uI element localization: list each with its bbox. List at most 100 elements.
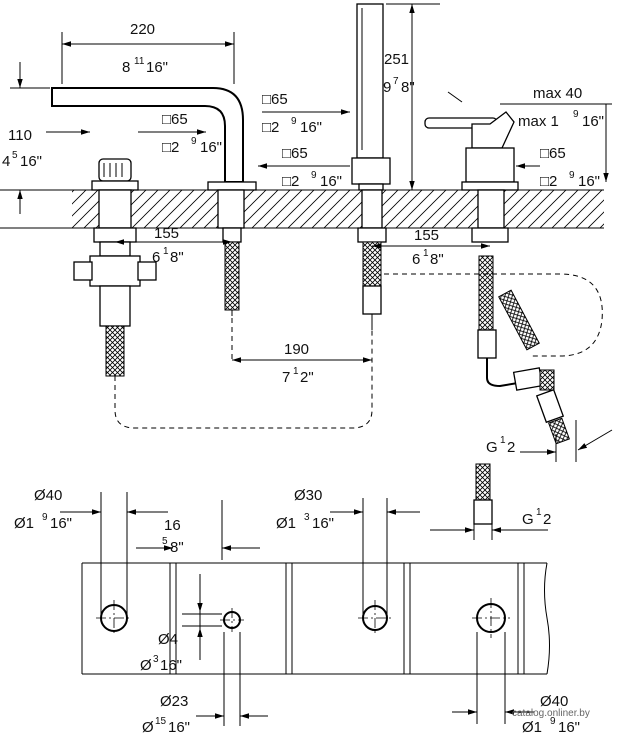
mixer-lever bbox=[424, 111, 570, 445]
dim-dia4-mm: Ø4 bbox=[158, 631, 178, 648]
dim-sq65-a-in-den: 16" bbox=[200, 139, 222, 156]
dim-16-mm: 16 bbox=[164, 517, 181, 534]
dim-sq65-c-mm: □65 bbox=[282, 145, 308, 162]
dim-220-in-whole: 8 bbox=[122, 59, 130, 76]
dim-dia30-mm: Ø30 bbox=[294, 487, 322, 504]
dim-dia30-in-whole: Ø1 bbox=[276, 515, 296, 532]
thread-g-upper-den: 2 bbox=[507, 439, 515, 456]
dim-dia30-in-num: 3 bbox=[304, 512, 310, 523]
thread-g-lower-den: 2 bbox=[543, 511, 551, 528]
dim-dia23-in-whole: Ø bbox=[142, 719, 154, 736]
dim-sq65-b-in-den: 16" bbox=[300, 119, 322, 136]
dim-251-in-whole: 9 bbox=[383, 79, 391, 96]
thread-g-lower-num: 1 bbox=[536, 507, 542, 518]
dim-max40-mm: max 40 bbox=[533, 85, 582, 102]
dim-dia40-left-in-whole: Ø1 bbox=[14, 515, 34, 532]
hose-routes bbox=[114, 273, 603, 429]
dim-max40-in-den: 16" bbox=[582, 113, 604, 130]
dim-155-right-in-whole: 6 bbox=[412, 251, 420, 268]
dim-220-mm: 220 bbox=[130, 21, 155, 38]
dim-dia4-in-whole: Ø bbox=[140, 657, 152, 674]
dim-sq65-c-in-whole: □2 bbox=[282, 173, 299, 190]
dim-sq65-d-mm: □65 bbox=[540, 145, 566, 162]
dim-dia40-left: Ø40 Ø1 9 16" bbox=[14, 487, 168, 618]
dim-sq65-d-in-whole: □2 bbox=[540, 173, 557, 190]
dim-sq65-b-in-whole: □2 bbox=[262, 119, 279, 136]
dim-251-in-num: 7 bbox=[393, 76, 399, 87]
dim-sq65-shower: □65 □2 9 16" bbox=[262, 91, 350, 136]
dim-155-left-in-num: 1 bbox=[163, 246, 169, 257]
dim-dia4: Ø4 Ø 3 16" bbox=[140, 586, 222, 674]
dim-dia23-mm: Ø23 bbox=[160, 693, 188, 710]
dim-155-left: 155 6 1 8" bbox=[115, 225, 232, 266]
dim-dia4-in-den: 16" bbox=[160, 657, 182, 674]
dim-sq65-c-in-den: 16" bbox=[320, 173, 342, 190]
thread-g-lower: G 1 2 bbox=[430, 463, 551, 540]
dim-190-in-num: 1 bbox=[293, 366, 299, 377]
dim-dia40-right: Ø40 Ø1 9 16" bbox=[452, 632, 580, 736]
dim-220-in-den: 16" bbox=[146, 59, 168, 76]
thread-g-upper: G 1 2 bbox=[486, 420, 613, 462]
dim-190-in-den: 2" bbox=[300, 369, 314, 386]
dim-251-mm: 251 bbox=[384, 51, 409, 68]
dim-155-right-in-num: 1 bbox=[423, 248, 429, 259]
dim-dia40-right-mm: Ø40 bbox=[540, 693, 568, 710]
dim-sq65-a-in-whole: □2 bbox=[162, 139, 179, 156]
dim-220: 220 8 11 16" bbox=[61, 21, 235, 84]
dim-sq65-d-in-den: 16" bbox=[578, 173, 600, 190]
dim-110-in-whole: 4 bbox=[2, 153, 10, 170]
dim-155-left-in-den: 8" bbox=[170, 249, 184, 266]
hand-shower bbox=[351, 3, 391, 330]
dim-sq65-b-in-num: 9 bbox=[291, 116, 297, 127]
dim-sq65-b-mm: □65 bbox=[262, 91, 288, 108]
dim-155-left-in-whole: 6 bbox=[152, 249, 160, 266]
watermark: catalog.onliner.by bbox=[512, 708, 590, 719]
dim-sq65-center: □65 □2 9 16" bbox=[258, 145, 350, 190]
dim-190-mm: 190 bbox=[284, 341, 309, 358]
dim-sq65-d-in-num: 9 bbox=[569, 170, 575, 181]
dim-16: 16 5 8" bbox=[136, 500, 260, 560]
dim-sq65-c-in-num: 9 bbox=[311, 170, 317, 181]
dim-sq65-a-mm: □65 bbox=[162, 111, 188, 128]
dim-220-in-num: 11 bbox=[134, 56, 145, 67]
dim-dia4-in-num: 3 bbox=[153, 654, 159, 665]
dim-110-in-num: 5 bbox=[12, 150, 18, 161]
dim-max40-in-num: 9 bbox=[573, 109, 579, 120]
thread-g-upper-letter: G bbox=[486, 439, 498, 456]
thread-g-upper-num: 1 bbox=[500, 435, 506, 446]
dim-dia23-in-den: 16" bbox=[168, 719, 190, 736]
dim-dia40-right-in-den: 16" bbox=[558, 719, 580, 736]
dim-max40-in-whole: max 1 bbox=[518, 113, 559, 130]
dim-16-in-num: 5 bbox=[162, 536, 168, 547]
dim-dia30-in-den: 16" bbox=[312, 515, 334, 532]
dim-155-left-mm: 155 bbox=[154, 225, 179, 242]
dim-max40: max 40 max 1 9 16" bbox=[447, 85, 612, 182]
dim-251-in-den: 8" bbox=[401, 79, 415, 96]
dim-dia23-in-num: 15 bbox=[155, 716, 167, 727]
dim-110: 110 4 5 16" bbox=[2, 62, 90, 214]
dim-155-right-in-den: 8" bbox=[430, 251, 444, 268]
deck-plan bbox=[81, 562, 550, 675]
dim-dia40-right-in-whole: Ø1 bbox=[522, 719, 542, 736]
deck-section bbox=[0, 189, 604, 229]
dim-251: 251 9 7 8" bbox=[383, 3, 440, 190]
dim-sq65-spout: □65 □2 9 16" bbox=[138, 111, 222, 156]
dim-110-mm: 110 bbox=[8, 127, 32, 144]
dim-sq65-a-in-num: 9 bbox=[191, 136, 197, 147]
dim-dia40-left-in-num: 9 bbox=[42, 512, 48, 523]
dim-sq65-mixer: □65 □2 9 16" bbox=[516, 145, 600, 190]
diverter-knob bbox=[73, 158, 157, 377]
thread-g-lower-letter: G bbox=[522, 511, 534, 528]
dim-155-right: 155 6 1 8" bbox=[372, 227, 490, 268]
dim-dia40-left-mm: Ø40 bbox=[34, 487, 62, 504]
dim-16-in-den: 8" bbox=[170, 539, 184, 556]
dim-dia40-right-in-num: 9 bbox=[550, 716, 556, 727]
dim-190: 190 7 1 2" bbox=[232, 341, 372, 386]
dim-190-in-whole: 7 bbox=[282, 369, 290, 386]
dim-dia40-left-in-den: 16" bbox=[50, 515, 72, 532]
dim-155-right-mm: 155 bbox=[414, 227, 439, 244]
dim-dia30: Ø30 Ø1 3 16" bbox=[276, 487, 420, 618]
dim-110-in-den: 16" bbox=[20, 153, 42, 170]
dim-dia23: Ø23 Ø 15 16" bbox=[142, 632, 268, 736]
